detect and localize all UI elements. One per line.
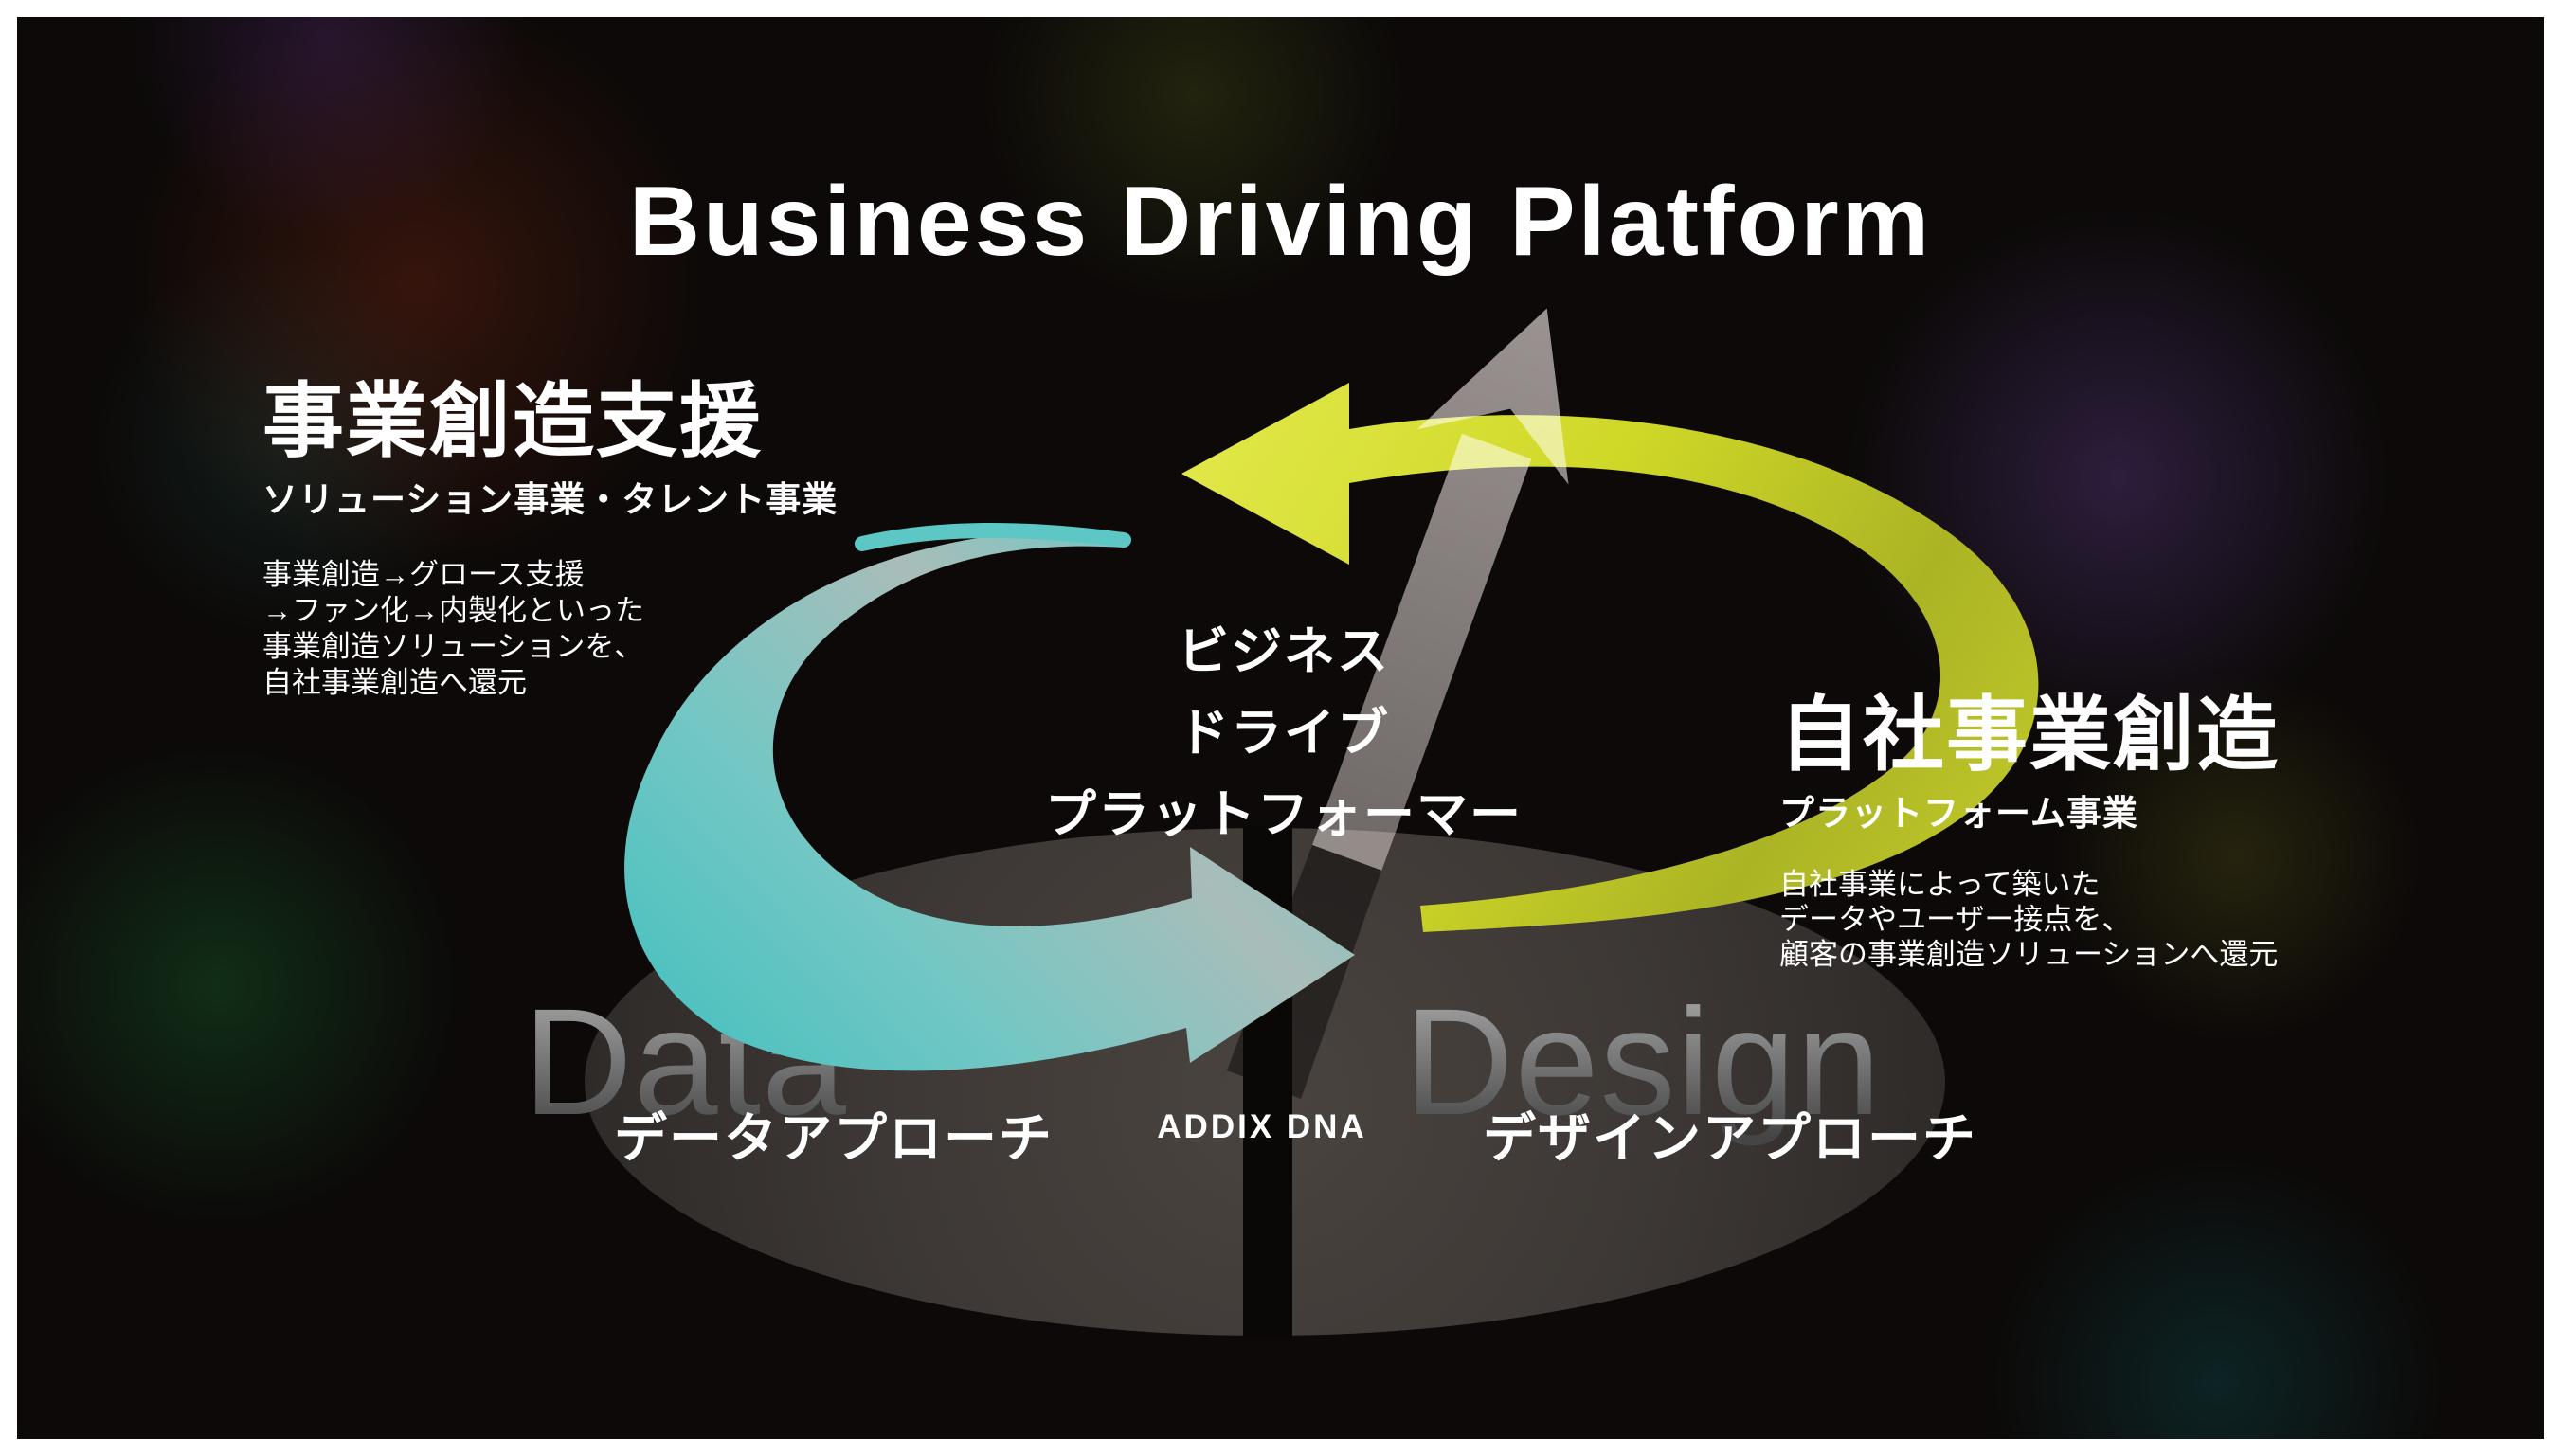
business-creation-support-block: 事業創造支援 ソリューション事業・タレント事業 事業創造→グロース支援 →ファン… — [262, 381, 838, 701]
right-subheading: プラットフォーム事業 — [1779, 794, 2138, 833]
left-description-line: →ファン化→内製化といった — [262, 593, 644, 627]
right-description-line: 自社事業によって築いた — [1779, 867, 2101, 901]
center-line: ビジネス — [1178, 623, 1390, 680]
left-description-line: 自社事業創造へ還元 — [262, 665, 527, 699]
design-approach-label: デザインアプローチ — [1483, 1108, 1977, 1168]
left-description-line: 事業創造→グロース支援 — [262, 557, 585, 591]
page-title: Business Driving Platform — [628, 167, 1933, 277]
right-heading: 自社事業創造 — [1779, 690, 2280, 781]
teal-arrow-tail-highlight — [855, 522, 1131, 551]
addix-dna-label: ADDIX DNA — [1157, 1108, 1367, 1145]
left-heading: 事業創造支援 — [262, 376, 763, 467]
data-approach-label: データアプローチ — [614, 1108, 1054, 1168]
design-watermark: Design — [1404, 977, 1882, 1146]
left-description-line: 事業創造ソリューションを、 — [262, 629, 644, 663]
business-drive-platformer-label: ビジネス ドライブ プラットフォーマー — [971, 611, 1596, 855]
left-subheading: ソリューション事業・タレント事業 — [262, 480, 839, 519]
in-house-business-creation-block: 自社事業創造 プラットフォーム事業 自社事業によって築いた データやユーザー接点… — [1779, 694, 2280, 972]
left-description: 事業創造→グロース支援 →ファン化→内製化といった 事業創造ソリューションを、 … — [262, 557, 838, 701]
right-description-line: 顧客の事業創造ソリューションへ還元 — [1779, 937, 2279, 971]
center-line: ドライブ — [1178, 705, 1390, 762]
gray-driving-arrow — [1312, 308, 1569, 871]
teal-cycle-arrow — [624, 530, 1355, 1071]
right-description: 自社事業によって築いた データやユーザー接点を、 顧客の事業創造ソリューションへ… — [1779, 867, 2280, 972]
right-description-line: データやユーザー接点を、 — [1779, 902, 2132, 936]
center-line: プラットフォーマー — [1045, 786, 1523, 843]
yellow-cycle-arrow — [1181, 383, 2039, 932]
